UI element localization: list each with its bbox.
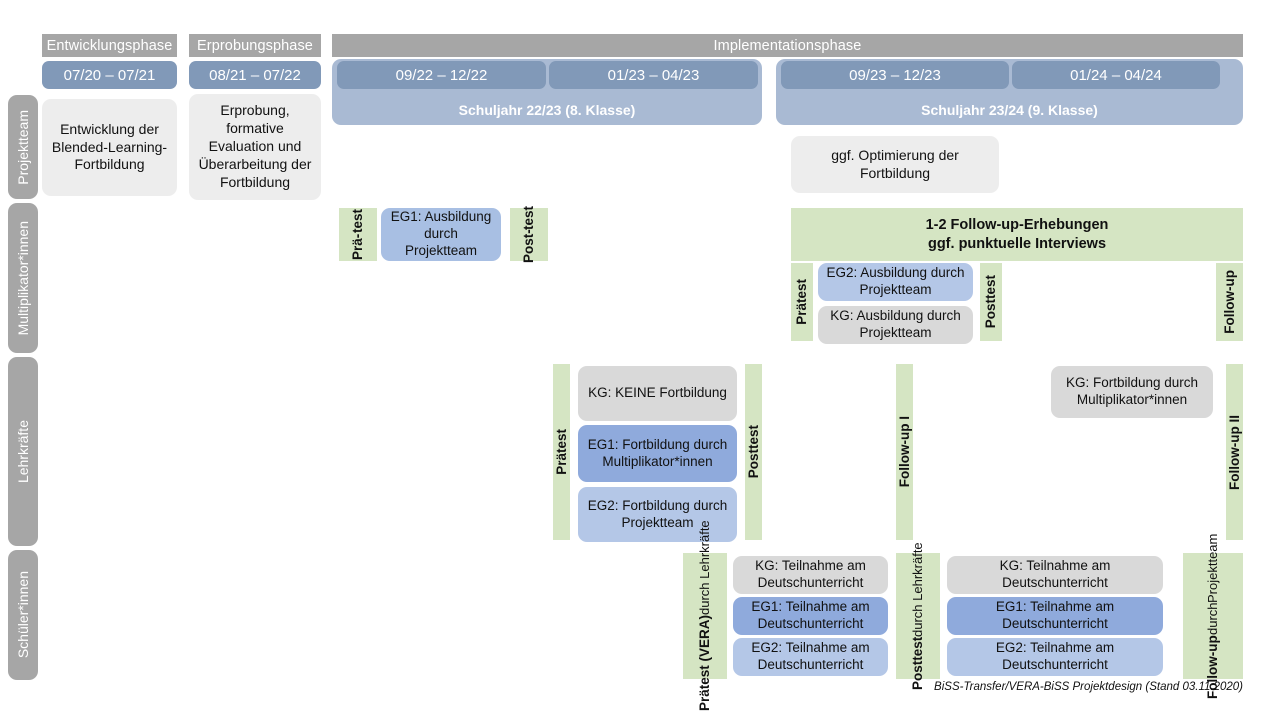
date-chip-0124-0424: 01/24 – 04/24	[1012, 61, 1220, 89]
multiplikator-praetest2-bar: Prätest	[791, 263, 813, 341]
posttest-sub: durch Lehrkräfte	[910, 542, 926, 637]
school-year-label: Schuljahr 23/24 (9. Klasse)	[921, 102, 1098, 118]
multiplikator-praetest2-label: Prätest	[794, 279, 810, 325]
multiplikator-posttest-label: Post- test	[510, 205, 548, 264]
row-label-schuelerinnen: Schüler*innen	[8, 550, 38, 680]
schueler-eg2-box: EG2: Teilnahme am Deutschunterricht	[733, 638, 888, 676]
row-label-text: Multiplikator*innen	[14, 220, 31, 336]
date-chip-label: 08/21 – 07/22	[209, 66, 301, 84]
schueler-kg-box: KG: Teilnahme am Deutschunterricht	[733, 556, 888, 594]
date-chip-0123-0423: 01/23 – 04/23	[549, 61, 758, 89]
phase-header-label: Implementationsphase	[713, 37, 862, 54]
praetest-sub: durch Lehrkräfte	[697, 520, 713, 616]
multiplikator-eg2-box: EG2: Ausbildung durch Projektteam	[818, 263, 973, 301]
followup-band-line2: ggf. punktuelle Interviews	[927, 235, 1107, 252]
schueler-kg-box-2: KG: Teilnahme am Deutschunterricht	[947, 556, 1163, 594]
schueler-followup-label: Follow-up durch Projektteam	[1183, 533, 1243, 699]
multiplikator-posttest2-bar: Posttest	[980, 263, 1002, 341]
multiplikator-posttest2-label: Posttest	[983, 275, 999, 329]
followup-sub2: Projektteam	[1205, 533, 1221, 603]
phase-header-implementationsphase: Implementationsphase	[332, 34, 1243, 57]
schueler-followup-bar: Follow-up durch Projektteam	[1183, 533, 1243, 699]
date-chip-label: 09/22 – 12/22	[395, 66, 488, 84]
phase-header-label: Entwicklungsphase	[46, 37, 173, 54]
multiplikator-eg2-text: EG2: Ausbildung durch Projektteam	[826, 265, 965, 297]
projektteam-optimierung-box: ggf. Optimierung der Fortbildung	[791, 136, 999, 193]
praetest-main: Prätest (VERA)	[696, 615, 712, 712]
schueler-kg-text: KG: Teilnahme am Deutschunterricht	[755, 558, 866, 590]
projektteam-erprobung-text: Erprobung, formative Evaluation und Über…	[198, 102, 312, 190]
phase-header-erprobungsphase: Erprobungsphase	[189, 34, 321, 57]
lehrkraefte-followup2-label: Follow-up II	[1226, 414, 1242, 490]
multiplikator-kg-box: KG: Ausbildung durch Projektteam	[818, 306, 973, 344]
schueler-posttest-bar: Posttest durch Lehrkräfte	[896, 542, 940, 690]
multiplikator-praetest-bar: Prä- test	[339, 208, 377, 261]
lehrkraefte-kg-text-2: KG: Fortbildung durch Multiplikator*inne…	[1065, 375, 1199, 407]
lehrkraefte-followup2-bar: Follow-up II	[1226, 364, 1243, 540]
lehrkraefte-posttest-label: Posttest	[745, 425, 761, 479]
date-chip-label: 01/23 – 04/23	[607, 66, 700, 84]
posttest-line1: Post-	[520, 229, 536, 264]
schueler-eg1-box: EG1: Teilnahme am Deutschunterricht	[733, 597, 888, 635]
date-chip-0720-0721: 07/20 – 07/21	[42, 61, 177, 89]
schueler-kg-text-2: KG: Teilnahme am Deutschunterricht	[999, 558, 1111, 590]
date-chip-label: 07/20 – 07/21	[63, 66, 156, 84]
row-label-projektteam: Projektteam	[8, 95, 38, 199]
schueler-posttest-label: Posttest durch Lehrkräfte	[896, 542, 940, 690]
praetest-line1: Prä-	[349, 233, 365, 260]
schueler-eg1-text-2: EG1: Teilnahme am Deutschunterricht	[995, 599, 1115, 631]
phase-header-entwicklungsphase: Entwicklungsphase	[42, 34, 177, 57]
projektteam-optimierung-text: ggf. Optimierung der Fortbildung	[831, 146, 959, 181]
followup-band-line1: 1-2 Follow-up-Erhebungen	[925, 216, 1109, 233]
lehrkraefte-followup1-bar: Follow-up I	[896, 364, 913, 540]
schueler-praetest-label: Prätest (VERA) durch Lehrkräfte	[683, 521, 727, 712]
multiplikator-eg1-text: EG1: Ausbildung durch Projektteam	[390, 209, 492, 258]
row-label-text: Lehrkräfte	[14, 419, 31, 484]
lehrkraefte-eg2-text: EG2: Fortbildung durch Projektteam	[587, 497, 728, 530]
lehrkraefte-praetest-bar: Prätest	[553, 364, 570, 540]
lehrkraefte-posttest-bar: Posttest	[745, 364, 762, 540]
date-chip-label: 09/23 – 12/23	[849, 66, 941, 84]
multiplikator-followup-bar: Follow-up	[1216, 263, 1243, 341]
projektteam-entwicklung-text: Entwicklung der Blended-Learning-Fortbil…	[51, 120, 168, 173]
row-label-multiplikatorinnen: Multiplikator*innen	[8, 203, 38, 353]
row-label-lehrkraefte: Lehrkräfte	[8, 357, 38, 546]
projektteam-entwicklung-box: Entwicklung der Blended-Learning-Fortbil…	[42, 99, 177, 196]
schueler-eg2-box-2: EG2: Teilnahme am Deutschunterricht	[947, 638, 1163, 676]
multiplikator-kg-text: KG: Ausbildung durch Projektteam	[830, 308, 961, 340]
schueler-eg2-text: EG2: Teilnahme am Deutschunterricht	[751, 640, 870, 672]
posttest-line2: test	[520, 205, 536, 230]
schueler-praetest-bar: Prätest (VERA) durch Lehrkräfte	[683, 521, 727, 712]
projektteam-erprobung-box: Erprobung, formative Evaluation und Über…	[189, 94, 321, 200]
schueler-eg1-text: EG1: Teilnahme am Deutschunterricht	[751, 599, 870, 631]
praetest-line2: test	[349, 209, 365, 234]
lehrkraefte-eg1-box: EG1: Fortbildung durch Multiplikator*inn…	[578, 425, 737, 482]
row-label-text: Schüler*innen	[14, 571, 31, 659]
multiplikator-followup-label: Follow-up	[1221, 270, 1237, 334]
phase-header-label: Erprobungsphase	[197, 37, 313, 54]
followup-sub1: durch	[1205, 602, 1221, 636]
schueler-eg2-text-2: EG2: Teilnahme am Deutschunterricht	[995, 640, 1115, 672]
lehrkraefte-followup1-label: Follow-up I	[896, 416, 912, 488]
date-chip-0821-0722: 08/21 – 07/22	[189, 61, 321, 89]
multiplikator-praetest-label: Prä- test	[339, 208, 377, 261]
lehrkraefte-kg-box: KG: KEINE Fortbildung	[578, 366, 737, 421]
row-label-text: Projektteam	[14, 109, 31, 185]
multiplikator-posttest-bar: Post- test	[510, 205, 548, 264]
lehrkraefte-kg-box-2: KG: Fortbildung durch Multiplikator*inne…	[1051, 366, 1213, 418]
multiplikator-eg1-box: EG1: Ausbildung durch Projektteam	[381, 208, 501, 261]
date-chip-label: 01/24 – 04/24	[1070, 66, 1162, 84]
school-year-label: Schuljahr 22/23 (8. Klasse)	[458, 102, 636, 118]
schueler-eg1-box-2: EG1: Teilnahme am Deutschunterricht	[947, 597, 1163, 635]
footer-note: BiSS-Transfer/VERA-BiSS Projektdesign (S…	[934, 681, 1243, 693]
date-chip-0923-1223: 09/23 – 12/23	[781, 61, 1009, 89]
lehrkraefte-praetest-label: Prätest	[553, 429, 569, 475]
lehrkraefte-eg1-text: EG1: Fortbildung durch Multiplikator*inn…	[587, 436, 728, 469]
date-chip-0922-1222: 09/22 – 12/22	[337, 61, 546, 89]
lehrkraefte-kg-text: KG: KEINE Fortbildung	[588, 385, 727, 401]
lehrkraefte-eg2-box: EG2: Fortbildung durch Projektteam	[578, 487, 737, 542]
multiplikator-followup-band: 1-2 Follow-up-Erhebungen ggf. punktuelle…	[791, 208, 1243, 261]
